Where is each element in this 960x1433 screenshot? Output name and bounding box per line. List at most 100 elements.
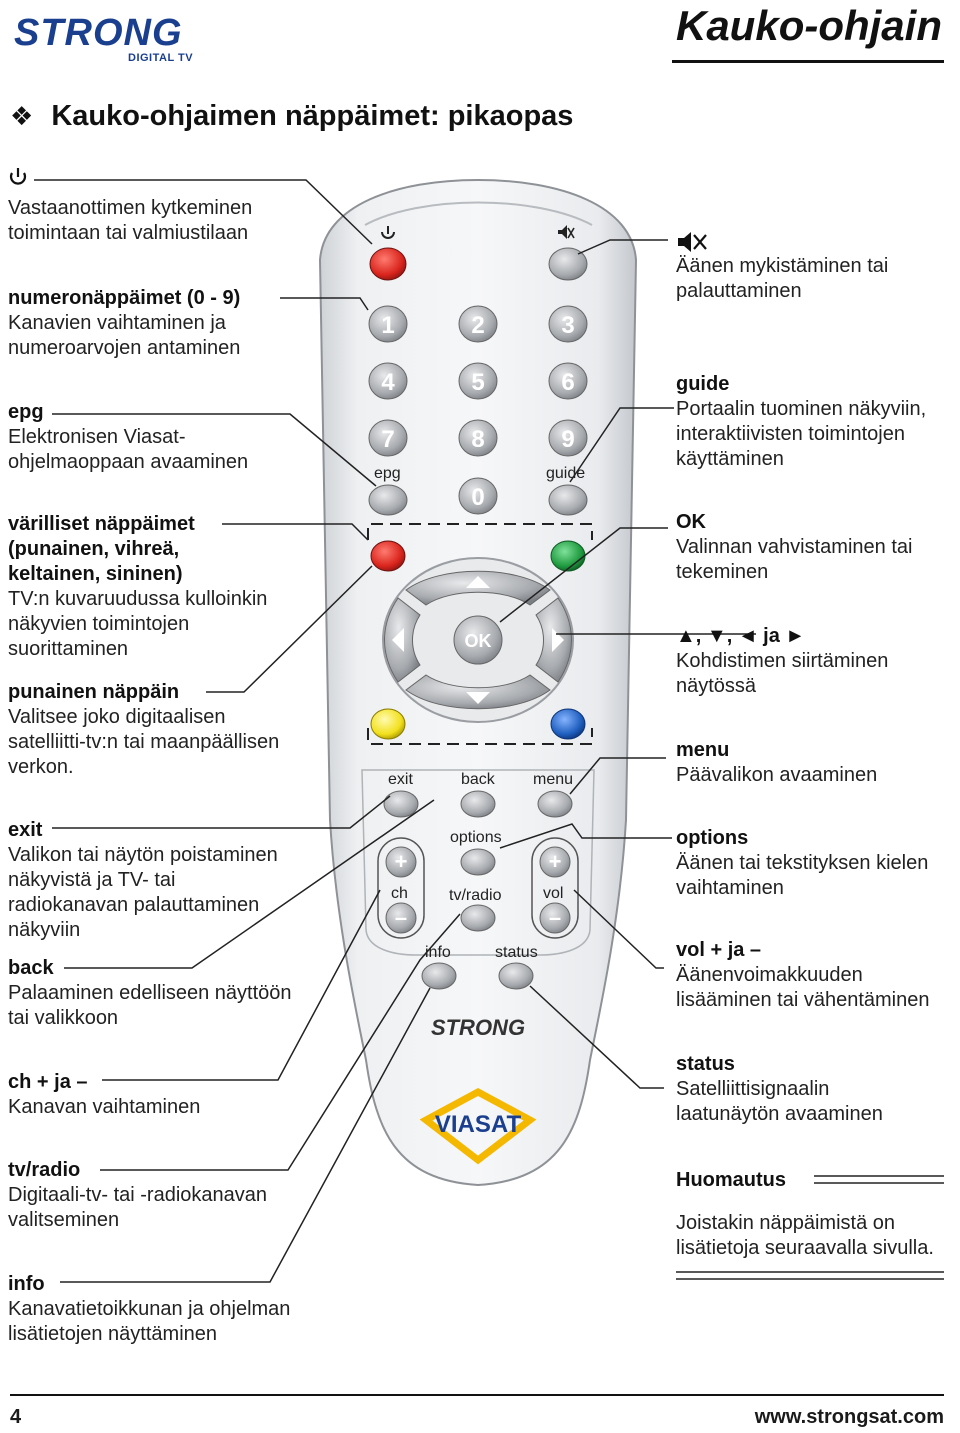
mute-desc: Äänen mykistäminen tai palauttaminen xyxy=(676,255,889,302)
ch-callout: ch + ja – Kanavan vaihtaminen xyxy=(8,1070,293,1120)
back-title: back xyxy=(8,957,54,979)
vol-desc: Äänenvoimakkuuden lisääminen tai vähentä… xyxy=(676,964,930,1011)
numbers-desc: Kanavien vaihtaminen ja numeroarvojen an… xyxy=(8,312,241,359)
arrows-callout: ▲, ▼, ◄ ja ► Kohdistimen siirtäminen näy… xyxy=(676,624,936,699)
note-callout: Huomautus Joistakin näppäimistä on lisät… xyxy=(676,1168,938,1261)
tvradio-callout: tv/radio Digitaali-tv- tai -radiokanavan… xyxy=(8,1158,293,1233)
colored-keys-desc: TV:n kuvaruudussa kulloinkin näkyvien to… xyxy=(8,588,268,660)
info-desc: Kanavatietoikkunan ja ohjelman lisätieto… xyxy=(8,1298,291,1345)
page-number: 4 xyxy=(10,1406,22,1428)
info-label: info xyxy=(425,944,451,961)
status-button xyxy=(498,962,534,990)
section-title-text: Kauko-ohjaimen näppäimet: pikaopas xyxy=(51,100,574,132)
power-icon-remote xyxy=(381,226,395,239)
vol-plus-icon: + xyxy=(549,849,562,874)
digit-3-label: 3 xyxy=(561,312,574,339)
digit-0-button xyxy=(458,477,498,515)
page-title: Kauko-ohjain xyxy=(675,2,942,49)
vol-minus-icon: – xyxy=(549,905,561,930)
info-button xyxy=(421,962,457,990)
digit-5-label: 5 xyxy=(471,369,484,396)
yellow-button xyxy=(370,708,406,740)
remote-brand: STRONG xyxy=(431,1015,525,1040)
power-callout: Vastaanottimen kytkeminen toimintaan tai… xyxy=(8,166,278,246)
digit-6-button xyxy=(548,362,588,400)
options-button xyxy=(460,848,496,876)
digit-0-label: 0 xyxy=(471,484,484,511)
nav-up-button xyxy=(405,570,551,606)
digit-4-label: 4 xyxy=(381,369,395,396)
options-callout: options Äänen tai tekstityksen kielen va… xyxy=(676,826,938,901)
blue-button xyxy=(550,708,586,740)
back-label: back xyxy=(461,771,496,788)
vol-title: vol + ja – xyxy=(676,939,762,961)
nav-down-button xyxy=(405,674,551,710)
ok-callout: OK Valinnan vahvistaminen tai tekeminen xyxy=(676,510,936,585)
mute-callout: Äänen mykistäminen tai palauttaminen xyxy=(676,230,936,304)
guide-desc: Portaalin tuominen näkyviin, interaktiiv… xyxy=(676,398,927,470)
guide-callout: guide Portaalin tuominen näkyviin, inter… xyxy=(676,372,938,472)
left-arrow-icon xyxy=(392,628,404,652)
colored-keys-callout: värilliset näppäimet (punainen, vihreä, … xyxy=(8,512,273,662)
right-arrow-icon xyxy=(552,628,564,652)
lower-panel xyxy=(361,769,595,956)
digit-4-button xyxy=(368,362,408,400)
menu-title: menu xyxy=(676,739,730,761)
guide-button xyxy=(548,484,588,516)
digit-2-label: 2 xyxy=(471,312,484,339)
numbers-title: numeronäppäimet (0 - 9) xyxy=(8,287,241,309)
vol-label: vol xyxy=(543,885,563,902)
ch-plus-icon: + xyxy=(395,849,408,874)
exit-callout: exit Valikon tai näytön poistaminen näky… xyxy=(8,818,293,943)
note-lines xyxy=(676,1175,944,1280)
guide-label: guide xyxy=(546,465,585,482)
tvradio-button xyxy=(460,904,496,932)
color-keys-box-top xyxy=(367,523,593,540)
down-arrow-icon xyxy=(466,692,490,704)
mute-icon xyxy=(678,232,707,252)
red-key-callout: punainen näppäin Valitsee joko digitaali… xyxy=(8,680,283,780)
tvradio-desc: Digitaali-tv- tai -radiokanavan valitsem… xyxy=(8,1184,268,1231)
ch-title: ch + ja – xyxy=(8,1071,88,1093)
vol-callout: vol + ja – Äänenvoimakkuuden lisääminen … xyxy=(676,938,938,1013)
footer-website: www.strongsat.com xyxy=(754,1406,944,1428)
ch-label: ch xyxy=(391,885,408,902)
ch-desc: Kanavan vaihtaminen xyxy=(8,1096,201,1118)
status-title: status xyxy=(676,1053,735,1075)
mute-button xyxy=(548,247,588,281)
tvradio-label: tv/radio xyxy=(449,887,502,904)
digit-1-label: 1 xyxy=(381,312,394,339)
digit-5-button xyxy=(458,362,498,400)
digit-8-label: 8 xyxy=(471,426,484,453)
digit-1-button xyxy=(368,305,408,343)
epg-desc: Elektronisen Viasat-ohjelmaoppaan avaami… xyxy=(8,426,249,473)
section-title: ❖Kauko-ohjaimen näppäimet: pikaopas xyxy=(10,100,573,133)
arrows-title: ▲, ▼, ◄ ja ► xyxy=(676,625,806,647)
ch-plus-button xyxy=(385,846,417,878)
red-key-title: punainen näppäin xyxy=(8,681,180,703)
header-rule xyxy=(672,60,944,63)
options-label: options xyxy=(450,829,502,846)
exit-label: exit xyxy=(388,771,413,788)
arrows-desc: Kohdistimen siirtäminen näytössä xyxy=(676,650,889,697)
vol-plus-button xyxy=(539,846,571,878)
note-title: Huomautus xyxy=(676,1169,786,1191)
viasat-text: VIASAT xyxy=(435,1111,522,1138)
brand-sub: DIGITAL TV xyxy=(128,52,194,64)
menu-callout: menu Päävalikon avaaminen xyxy=(676,738,936,788)
menu-button xyxy=(537,790,573,818)
digit-7-button xyxy=(368,419,408,457)
vol-minus-button xyxy=(539,902,571,934)
strong-logo: STRONG DIGITAL TV xyxy=(4,6,194,64)
back-button xyxy=(460,790,496,818)
ok-button xyxy=(453,615,503,665)
digit-8-button xyxy=(458,419,498,457)
info-title: info xyxy=(8,1273,45,1295)
ok-title: OK xyxy=(676,511,706,533)
power-button xyxy=(369,247,407,281)
leader-lines xyxy=(34,179,756,1283)
exit-title: exit xyxy=(8,819,43,841)
up-arrow-icon xyxy=(466,576,490,588)
